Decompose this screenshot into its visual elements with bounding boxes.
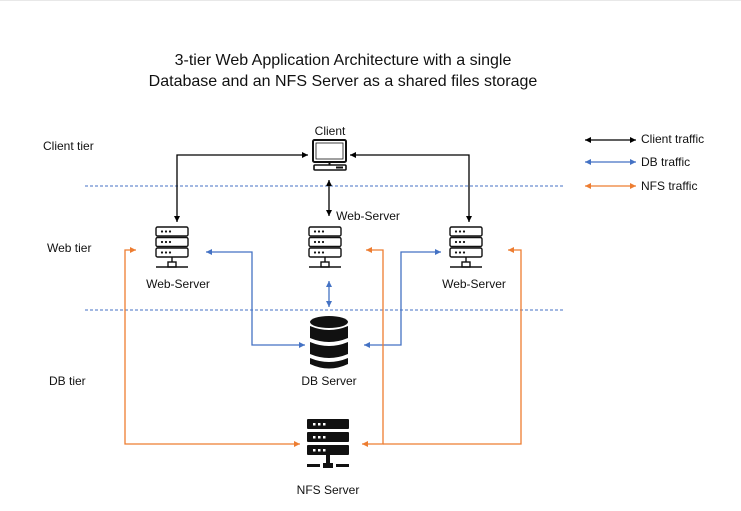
- database-icon: [310, 316, 348, 369]
- web-server-left-icon: [155, 226, 189, 268]
- nfs-traffic-lines: [124, 247, 522, 447]
- title-line-1: 3-tier Web Application Architecture with…: [174, 52, 512, 69]
- client-to-web-left-arrow: [174, 152, 308, 222]
- legend-nfs-label: NFS traffic: [641, 179, 698, 193]
- web-right-to-db-arrow: [364, 249, 441, 348]
- nfs-server-icon: [307, 419, 349, 468]
- web-server-right-label: Web-Server: [442, 277, 506, 291]
- computer-icon: [312, 139, 347, 171]
- db-tier-label: DB tier: [49, 374, 86, 388]
- client-traffic-lines: [174, 152, 472, 222]
- db-server-label: DB Server: [301, 374, 357, 388]
- web-left-to-db-arrow: [206, 249, 305, 348]
- legend-db-label: DB traffic: [641, 155, 691, 169]
- web-server-right-icon: [449, 226, 483, 268]
- nfs-server-label: NFS Server: [296, 483, 360, 497]
- web-tier-label: Web tier: [47, 241, 92, 255]
- title-line-2: Database and an NFS Server as a shared f…: [148, 73, 538, 90]
- client-label: Client: [314, 124, 346, 138]
- web-left-to-nfs-arrow: [124, 247, 300, 447]
- client-to-web-right-arrow: [350, 152, 472, 222]
- client-tier-label: Client tier: [43, 139, 94, 153]
- web-server-left-label: Web-Server: [146, 277, 210, 291]
- top-border: [0, 0, 741, 1]
- web-right-to-nfs-arrow: [383, 247, 522, 445]
- web-middle-to-nfs-arrow: [362, 247, 384, 447]
- web-server-middle-icon: [308, 226, 342, 268]
- diagram-title: 3-tier Web Application Architecture with…: [0, 50, 686, 92]
- web-server-middle-label: Web-Server: [336, 209, 400, 223]
- legend-client-label: Client traffic: [641, 132, 705, 146]
